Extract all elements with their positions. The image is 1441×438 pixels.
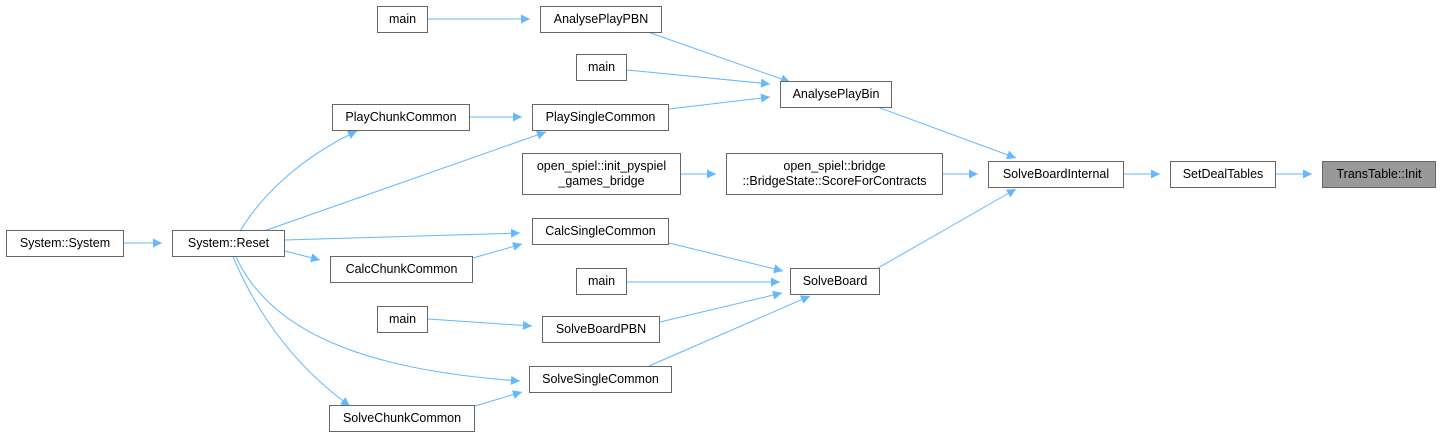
node-label: AnalysePlayPBN — [553, 12, 649, 26]
node-label: SolveBoard — [802, 274, 868, 288]
node-label: PlayChunkCommon — [345, 110, 457, 124]
node-label: AnalysePlayBin — [792, 87, 880, 101]
node-label: CalcChunkCommon — [345, 262, 458, 276]
node-analyse-play-bin[interactable]: AnalysePlayBin — [780, 81, 892, 108]
node-system-system[interactable]: System::System — [6, 230, 124, 257]
edge-solveboardpbn-to-solveboard — [659, 290, 783, 323]
node-calc-single-common[interactable]: CalcSingleCommon — [532, 218, 669, 245]
node-trans-table-init: TransTable::Init — [1322, 161, 1436, 188]
edge-main2-to-analyseplaybin — [626, 69, 771, 88]
node-label: SolveChunkCommon — [342, 411, 462, 425]
node-label: SetDealTables — [1182, 167, 1264, 181]
node-main-1[interactable]: main — [377, 6, 428, 33]
edge-calcsinglecommon-to-solveboard — [668, 242, 784, 274]
node-label: open_spiel::init_pyspiel _games_bridge — [536, 159, 667, 188]
node-label: SolveSingleCommon — [542, 372, 659, 386]
node-solve-single-common[interactable]: SolveSingleCommon — [529, 366, 672, 393]
node-label: main — [388, 312, 417, 326]
node-solve-chunk-common[interactable]: SolveChunkCommon — [329, 405, 475, 432]
node-system-reset[interactable]: System::Reset — [172, 230, 285, 257]
node-label: main — [388, 12, 417, 26]
edge-analyseplaypbn-to-analyseplaybin — [644, 30, 791, 84]
node-label: CalcSingleCommon — [545, 224, 656, 238]
node-main-3[interactable]: main — [576, 268, 627, 295]
edge-reset-to-solvesinglecommon — [235, 256, 521, 385]
node-score-for-contracts[interactable]: open_spiel::bridge ::BridgeState::ScoreF… — [726, 153, 943, 195]
edge-solvesinglecommon-to-solveboard — [648, 295, 811, 367]
node-set-deal-tables[interactable]: SetDealTables — [1170, 161, 1276, 188]
edge-solveboard-to-solveboardinternal — [877, 188, 1017, 269]
edge-reset-to-playsinglecommon — [263, 130, 547, 232]
node-label: main — [587, 60, 616, 74]
edge-reset-to-calcsinglecommon — [284, 228, 521, 241]
node-init-pyspiel-games-bridge[interactable]: open_spiel::init_pyspiel _games_bridge — [522, 153, 681, 195]
node-label: SolveBoardInternal — [1002, 167, 1110, 181]
edge-reset-to-solvechunkcommon — [232, 256, 351, 407]
node-label: PlaySingleCommon — [545, 110, 656, 124]
edge-reset-to-playchunkcommon — [239, 130, 358, 232]
edge-main4-to-solveboardpbn — [427, 318, 533, 330]
node-label: SolveBoardPBN — [555, 322, 647, 336]
edge-analyseplaybin-to-solveboardinternal — [871, 104, 1017, 160]
node-solve-board[interactable]: SolveBoard — [790, 268, 880, 295]
edge-playsinglecommon-to-analyseplaybin — [668, 93, 771, 110]
node-play-single-common[interactable]: PlaySingleCommon — [532, 104, 669, 131]
node-label: open_spiel::bridge ::BridgeState::ScoreF… — [742, 159, 927, 188]
node-label: System::Reset — [187, 236, 270, 250]
node-label: TransTable::Init — [1336, 167, 1422, 181]
node-play-chunk-common[interactable]: PlayChunkCommon — [332, 104, 470, 131]
node-label: System::System — [19, 236, 111, 250]
node-solve-board-internal[interactable]: SolveBoardInternal — [988, 161, 1124, 188]
node-solve-board-pbn[interactable]: SolveBoardPBN — [542, 316, 660, 343]
edge-calcchunkcommon-to-calcsinglecommon — [472, 242, 523, 259]
node-label: main — [587, 274, 616, 288]
node-calc-chunk-common[interactable]: CalcChunkCommon — [330, 256, 473, 283]
edge-reset-to-calcchunkcommon — [284, 250, 321, 263]
node-analyse-play-pbn[interactable]: AnalysePlayPBN — [540, 6, 662, 33]
node-main-4[interactable]: main — [377, 306, 428, 333]
node-main-2[interactable]: main — [576, 54, 627, 81]
edge-solvechunkcommon-to-solvesinglecommon — [474, 390, 523, 407]
